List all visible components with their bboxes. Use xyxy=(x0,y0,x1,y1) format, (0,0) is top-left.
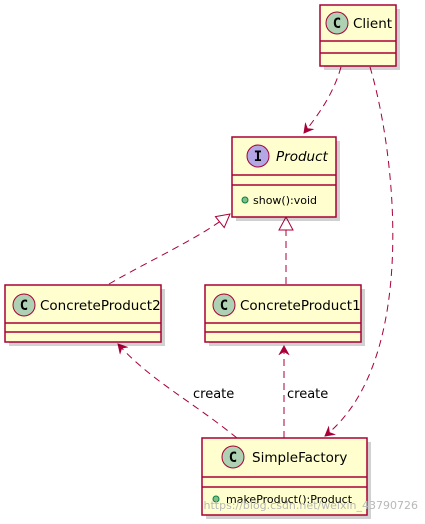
class-client: C Client xyxy=(319,4,400,70)
stereotype-letter-i: I xyxy=(254,149,262,165)
class-name-concreteproduct1: ConcreteProduct1 xyxy=(240,298,361,314)
method-makeproduct: makeProduct():Product xyxy=(226,493,353,506)
class-name-concreteproduct2: ConcreteProduct2 xyxy=(40,298,161,314)
stereotype-letter-c: C xyxy=(333,16,341,32)
edge-client-to-product xyxy=(304,66,342,133)
stereotype-letter-c: C xyxy=(220,298,228,314)
class-stereotype-icon xyxy=(325,11,349,35)
create-label-right: create xyxy=(287,387,328,402)
interface-name-product: Product xyxy=(276,149,328,165)
interface-product: I Product show():void xyxy=(231,136,340,221)
edge-concreteproduct2-realizes-product xyxy=(108,213,231,285)
class-concreteproduct1: C ConcreteProduct1 xyxy=(204,284,365,346)
edge-client-to-simplefactory xyxy=(325,66,394,436)
method-show: show():void xyxy=(253,194,317,207)
class-stereotype-icon xyxy=(221,445,245,469)
edge-simplefactory-creates-concreteproduct2 xyxy=(118,344,238,439)
create-label-left: create xyxy=(193,387,234,402)
stereotype-letter-c: C xyxy=(229,450,237,466)
class-simplefactory: C SimpleFactory makeProduct():Product xyxy=(201,437,371,519)
class-stereotype-icon xyxy=(12,293,36,317)
stereotype-letter-c: C xyxy=(20,298,28,314)
class-concreteproduct2: C ConcreteProduct2 xyxy=(4,284,165,346)
class-stereotype-icon xyxy=(212,293,236,317)
class-name-simplefactory: SimpleFactory xyxy=(252,450,347,466)
interface-stereotype-icon xyxy=(246,144,270,168)
watermark: https://blog.csdn.net/weixin_43790726 xyxy=(203,499,418,512)
class-name-client: Client xyxy=(353,16,392,32)
public-method-icon xyxy=(241,196,249,204)
public-method-icon xyxy=(212,495,220,503)
